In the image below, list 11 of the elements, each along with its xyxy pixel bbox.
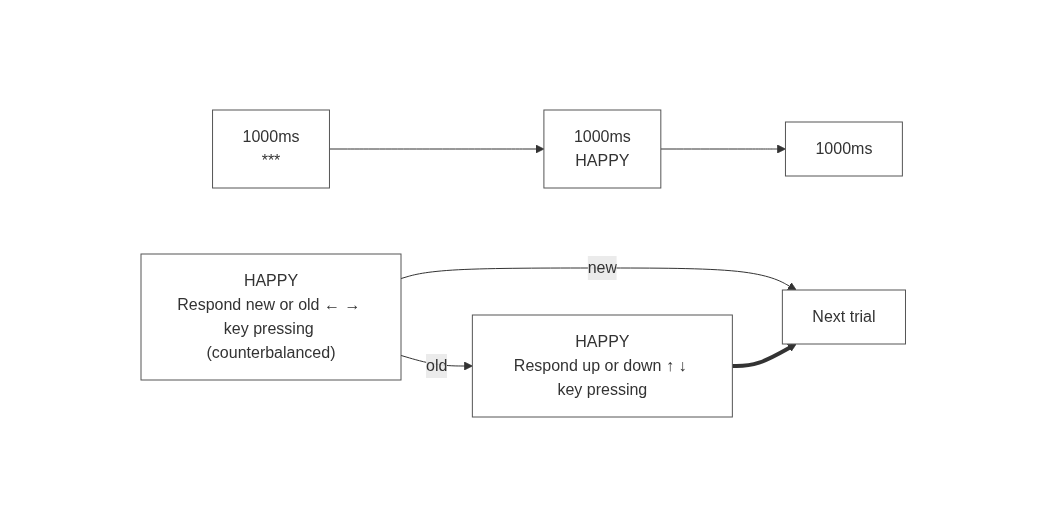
arrow bbox=[329, 144, 545, 154]
node-box: HAPPY Respond up or down ↑ ↓ key pressing bbox=[472, 314, 734, 418]
node-box: HAPPY Respond new or old ← → key pressing (counterbalanced) bbox=[140, 253, 402, 381]
arrow bbox=[400, 267, 797, 291]
edge-label: new bbox=[587, 259, 618, 276]
node-box: Next trial bbox=[782, 289, 907, 345]
edge-label: old bbox=[426, 357, 448, 374]
node-box: 1000ms bbox=[785, 121, 904, 177]
arrow bbox=[732, 343, 797, 368]
node-box: 1000ms *** bbox=[212, 109, 331, 189]
node-box: 1000ms HAPPY bbox=[543, 109, 662, 189]
